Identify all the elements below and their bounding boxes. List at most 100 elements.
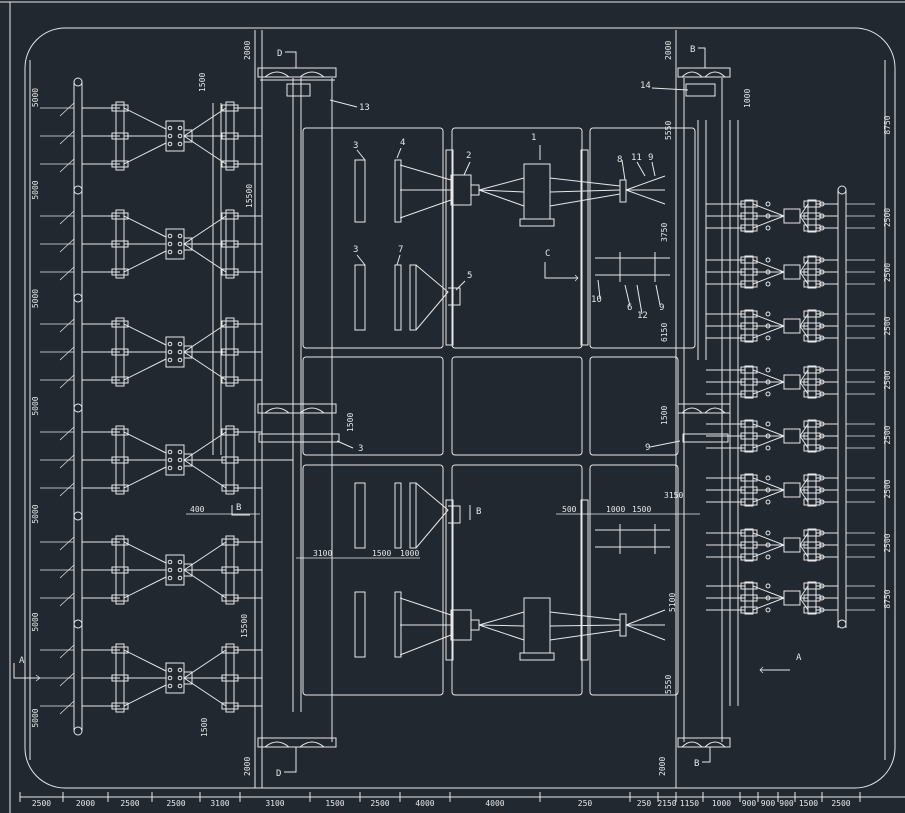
- section-mark-b-bottom: B: [694, 759, 699, 769]
- callouts: 1 2 3 4 3 7 5 13 14 8 11 9 10 6 12 9 3 9: [329, 81, 689, 454]
- vertical-rails: [212, 30, 739, 788]
- callout-6: 6: [627, 303, 632, 313]
- dim-1500-bottom: 1500: [200, 718, 209, 737]
- dim-left-label: 5000: [31, 88, 40, 107]
- dim-1000-top: 1000: [743, 89, 752, 108]
- left-module: [40, 317, 262, 389]
- dim-1000-c: 1000: [606, 505, 625, 514]
- left-module: [40, 425, 262, 497]
- dim-left-label: 5000: [31, 504, 40, 523]
- section-mark-c: C: [545, 249, 550, 259]
- section-mark-d-bottom: D: [276, 769, 281, 779]
- dim-bottom-label: 2000: [76, 799, 95, 808]
- dim-left-label: 5000: [31, 612, 40, 631]
- dim-bottom-label: 2500: [32, 799, 51, 808]
- right-module: [706, 581, 875, 615]
- dim-bottom-label: 250: [578, 799, 593, 808]
- left-module: [40, 209, 262, 281]
- callout-13: 13: [359, 103, 370, 113]
- callout-5: 5: [467, 271, 472, 281]
- callout-2: 2: [466, 151, 471, 161]
- dim-2000-tr: 2000: [664, 41, 673, 60]
- dim-left-label: 5000: [31, 289, 40, 308]
- dim-400: 400: [190, 505, 205, 514]
- dim-right-label: 2500: [883, 263, 892, 282]
- dim-right-label: 2500: [883, 533, 892, 552]
- callout-1: 1: [531, 133, 536, 143]
- left-bus: [73, 77, 83, 736]
- dimension-lines: [19, 60, 905, 802]
- dim-3750: 3750: [660, 223, 669, 242]
- right-module: [706, 309, 875, 343]
- dim-bottom-label: 3100: [265, 799, 284, 808]
- room-grid: [302, 127, 696, 696]
- dim-bottom-label: 4000: [415, 799, 434, 808]
- callout-9b: 9: [659, 303, 664, 313]
- dim-3150: 3150: [664, 491, 683, 500]
- dim-left-label: 5000: [31, 180, 40, 199]
- dim-500: 500: [562, 505, 577, 514]
- crane-beams: [257, 67, 731, 748]
- callout-10: 10: [591, 295, 602, 305]
- dim-bottom-label: 900: [761, 799, 776, 808]
- dim-bottom-label: 1000: [712, 799, 731, 808]
- dim-right-label: 8750: [883, 115, 892, 134]
- right-module: [706, 473, 875, 507]
- dim-2000-bl: 2000: [243, 757, 252, 776]
- dim-15500-upper: 15500: [245, 184, 254, 208]
- dim-1500-top: 1500: [198, 73, 207, 92]
- dim-bottom-label: 1500: [799, 799, 818, 808]
- dim-bottom-label: 3100: [210, 799, 229, 808]
- dim-1500-mid: 1500: [346, 413, 355, 432]
- dim-1000-b: 1000: [400, 549, 419, 558]
- callout-11: 11: [631, 153, 642, 163]
- right-modules: [706, 199, 875, 615]
- dim-1500-f: 1500: [632, 505, 651, 514]
- right-bus: [837, 185, 847, 629]
- dim-bottom-label: 2500: [831, 799, 850, 808]
- right-module: [706, 419, 875, 453]
- section-mark-b-mid-left: B: [236, 503, 241, 513]
- right-module: [706, 365, 875, 399]
- callout-12: 12: [637, 311, 648, 321]
- callout-9c: 9: [645, 443, 650, 453]
- dim-bottom-label: 1500: [325, 799, 344, 808]
- right-module: [706, 528, 875, 562]
- section-mark-b-top: B: [690, 45, 695, 55]
- section-mark-a-left: A: [19, 656, 25, 666]
- callout-14: 14: [640, 81, 651, 91]
- dim-1500-right: 1500: [660, 406, 669, 425]
- dim-2000-tl: 2000: [243, 41, 252, 60]
- right-module: [706, 199, 875, 233]
- callout-4: 4: [400, 138, 405, 148]
- mid-dimensions: 1500 15500 15500 1500 2000 2000 2000 200…: [186, 41, 752, 776]
- section-marks: D B D B A A B B C: [13, 45, 802, 779]
- dim-2000-br: 2000: [658, 757, 667, 776]
- dim-bottom-label: 1150: [680, 799, 699, 808]
- dim-bottom-label: 2500: [166, 799, 185, 808]
- dim-bottom-label: 250: [637, 799, 652, 808]
- dim-5550-top: 5550: [664, 121, 673, 140]
- right-module: [706, 255, 875, 289]
- dim-15500-lower: 15500: [240, 614, 249, 638]
- callout-3a: 3: [353, 141, 358, 151]
- callout-3c: 3: [358, 444, 363, 454]
- dim-right-label: 2500: [883, 316, 892, 335]
- dim-left-label: 5000: [31, 708, 40, 727]
- dim-bottom-label: 2500: [120, 799, 139, 808]
- callout-9a: 9: [648, 153, 653, 163]
- dim-bottom-label: 900: [742, 799, 757, 808]
- section-mark-a-right: A: [796, 653, 802, 663]
- dim-right-label: 2500: [883, 425, 892, 444]
- left-module: [40, 101, 262, 173]
- callout-3b: 3: [353, 245, 358, 255]
- dim-bottom-label: 2150: [657, 799, 676, 808]
- dim-6150: 6150: [660, 323, 669, 342]
- left-modules: [40, 101, 262, 715]
- section-mark-d-top: D: [277, 49, 282, 59]
- callout-7: 7: [398, 245, 403, 255]
